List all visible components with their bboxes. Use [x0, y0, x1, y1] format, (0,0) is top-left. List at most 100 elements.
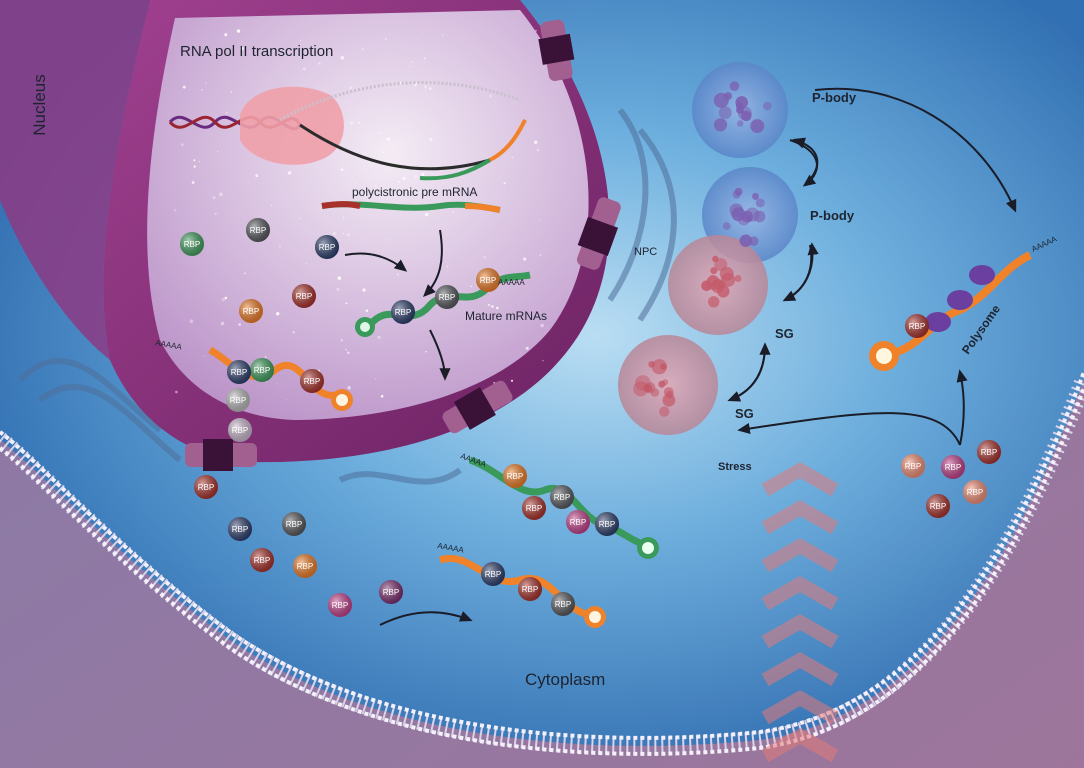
stress-chevron	[761, 727, 839, 763]
nucleus-left-region	[0, 0, 150, 360]
sparkle-dot	[360, 236, 363, 239]
sparkle-dot	[189, 319, 194, 324]
rbp-label: RBP	[905, 462, 921, 471]
granule-blob	[741, 110, 752, 122]
sparkle-dot	[425, 350, 427, 353]
sparkle-dot	[276, 312, 280, 316]
sparkle-dot	[474, 79, 477, 82]
sparkle-dot	[347, 351, 350, 355]
sparkle-dot	[342, 216, 345, 219]
sparkle-dot	[361, 48, 364, 51]
sparkle-dot	[220, 321, 225, 326]
granule-blob	[753, 210, 766, 223]
sparkle-dot	[511, 156, 514, 159]
stress-chevron	[761, 537, 839, 573]
sparkle-dot	[406, 171, 408, 173]
sparkle-dot	[349, 86, 352, 90]
sparkle-dot	[380, 394, 384, 398]
cap-orange-2-center	[589, 611, 601, 623]
sparkle-dot	[364, 192, 368, 197]
sparkle-dot	[340, 56, 345, 60]
sparkle-dot	[240, 46, 244, 51]
sparkle-dot	[292, 331, 295, 334]
rbp-label: RBP	[522, 585, 538, 594]
rbp-label: RBP	[254, 556, 270, 565]
rbp-label: RBP	[480, 276, 496, 285]
rbp-shade	[246, 218, 270, 242]
sparkle-dot	[279, 245, 281, 248]
sparkle-dot	[375, 185, 377, 187]
rbp-shade	[180, 232, 204, 256]
granule-blob	[736, 105, 744, 114]
sparkle-dot	[424, 212, 429, 217]
sparkle-dot	[429, 137, 433, 142]
sparkle-dot	[398, 181, 400, 183]
rbp-label: RBP	[254, 366, 270, 375]
sparkle-dot	[264, 355, 267, 359]
rbp-sphere: RBP	[250, 548, 274, 572]
granule-blob	[648, 361, 656, 368]
label-mature-mrnas: Mature mRNAs	[465, 309, 547, 323]
label-sg-2: SG	[735, 406, 754, 421]
sparkle-dot	[201, 89, 203, 91]
rbp-sphere: RBP	[503, 464, 527, 488]
rbp-label: RBP	[250, 226, 266, 235]
sparkle-dot	[377, 335, 381, 340]
stress-chevron	[761, 689, 839, 725]
rbp-sphere: RBP	[977, 440, 1001, 464]
rbp-sphere: RBP	[518, 577, 542, 601]
sparkle-dot	[382, 151, 384, 153]
rbp-shade	[595, 512, 619, 536]
rbp-shade	[566, 510, 590, 534]
granule-blob	[713, 118, 728, 132]
sparkle-dot	[384, 37, 387, 40]
rbp-sphere: RBP	[246, 218, 270, 242]
sparkle-dot	[214, 212, 217, 215]
polysome-cap-center	[876, 348, 892, 364]
rbp-shade	[239, 299, 263, 323]
sparkle-dot	[340, 339, 343, 342]
sparkle-dot	[386, 137, 391, 141]
granule-blob	[734, 275, 742, 282]
rbp-shade	[435, 285, 459, 309]
rbp-sphere: RBP	[194, 475, 218, 499]
sparkle-dot	[350, 121, 354, 125]
sparkle-dot	[385, 239, 388, 241]
sparkle-dot	[255, 174, 259, 178]
rbp-shade	[977, 440, 1001, 464]
sparkle-dot	[203, 355, 205, 357]
sparkle-dot	[342, 232, 344, 234]
sparkle-dot	[198, 160, 201, 163]
sparkle-dot	[305, 262, 307, 264]
rbp-shade	[522, 496, 546, 520]
granule-blob	[644, 382, 656, 394]
sparkle-dot	[238, 43, 240, 45]
sparkle-dot	[396, 273, 399, 276]
sparkle-dot	[496, 306, 499, 310]
rbp-label: RBP	[296, 292, 312, 301]
sparkle-dot	[525, 346, 529, 350]
sparkle-dot	[375, 378, 377, 380]
granule-blob	[763, 101, 772, 111]
rbp-shade	[476, 268, 500, 292]
sparkle-dot	[217, 150, 219, 153]
stress-chevron	[761, 461, 839, 497]
sparkle-dot	[533, 140, 538, 145]
rbp-label: RBP	[981, 448, 997, 457]
sparkle-dot	[182, 85, 186, 89]
rbp-sphere: RBP	[963, 480, 987, 504]
rbp-shade	[228, 418, 252, 442]
sparkle-dot	[452, 211, 455, 213]
rbp-shade	[315, 235, 339, 259]
template-strand	[279, 81, 521, 122]
rbp-label: RBP	[507, 472, 523, 481]
sparkle-dot	[540, 323, 544, 328]
pre-mrna-orange-segment	[464, 203, 501, 213]
rbp-label: RBP	[909, 322, 925, 331]
rbp-label: RBP	[383, 588, 399, 597]
granule-blob	[722, 222, 731, 230]
rbp-label: RBP	[232, 525, 248, 534]
rbp-sphere: RBP	[328, 593, 352, 617]
label-stress: Stress	[718, 461, 752, 473]
